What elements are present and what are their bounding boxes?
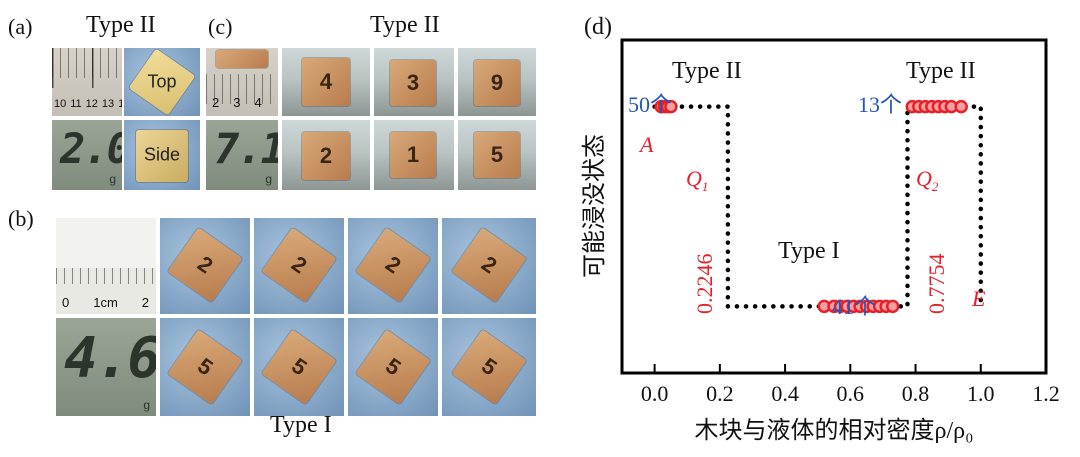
annotation-point-e: E: [971, 286, 986, 311]
panel-a-top-label: Top: [147, 71, 177, 92]
panel-c-scale-photo: 7.1 g: [206, 120, 278, 190]
panel-a-side-label: Side: [143, 144, 181, 165]
annotation-type-ii-left: Type II: [672, 58, 742, 84]
x-tick-label: 0.6: [837, 381, 865, 406]
annotation-value-right: 0.7754: [924, 254, 949, 315]
x-tick-label: 0.4: [771, 381, 799, 406]
panel-a-top-photo: Top: [124, 48, 200, 116]
annotation-value-left: 0.2246: [692, 254, 717, 315]
panel-c-ruler-photo: 2 3 4: [206, 48, 278, 116]
panel-c-cube-photo: 1: [374, 120, 454, 190]
panel-b-cube-photo: 2: [160, 218, 250, 314]
panel-a-label: (a): [8, 14, 33, 39]
panel-b-type-label: Type I: [270, 412, 332, 438]
data-point: [664, 99, 678, 114]
panel-c-cube-photo: 9: [458, 48, 536, 116]
x-axis-label: 木块与液体的相对密度ρ/ρ₀: [695, 417, 974, 444]
y-axis-label: 可能浸没状态: [581, 134, 608, 278]
panel-a-type-label: Type II: [86, 12, 156, 38]
panel-c-cube-photo: 3: [374, 48, 454, 116]
x-tick-label: 0.8: [902, 381, 930, 406]
panel-c-cube-photo: 5: [458, 120, 536, 190]
panel-b-scale-reading: 4.6: [64, 326, 156, 391]
panel-b-cube-photo: 2: [254, 218, 344, 314]
density-chart: 0.0 0.2 0.4 0.6 0.8 1.0 1.2 Type II Type II Ty…: [581, 38, 1060, 444]
annotation-count-left: 50个: [628, 92, 672, 117]
panel-b-cube-photo: 5: [348, 318, 438, 416]
x-tick-label: 0.0: [641, 381, 669, 406]
panel-b-label: (b): [8, 206, 34, 231]
panel-c-cube-photo: 2: [282, 120, 370, 190]
panel-b-cube-photo: 5: [442, 318, 536, 416]
panel-b-ruler-photo: 0 1cm 2: [56, 218, 156, 314]
panel-a-ruler-photo: 10 11 12 13 1: [52, 48, 122, 116]
panel-a-scale-reading: 2.0: [60, 124, 122, 173]
plot-frame: [620, 38, 1048, 375]
panel-b-cube-photo: 2: [442, 218, 536, 314]
data-points: [654, 99, 968, 314]
annotation-count-right: 13个: [858, 92, 902, 117]
boundary-line: [652, 104, 984, 309]
panel-c-label: (c): [208, 14, 233, 39]
x-tick-label: 0.2: [706, 381, 734, 406]
annotation-type-ii-right: Type II: [906, 58, 976, 84]
panel-b-cube-photo: 5: [254, 318, 344, 416]
annotation-type-i: Type I: [778, 238, 840, 264]
panel-a-scale-photo: 2.0 g: [52, 120, 122, 190]
annotation-point-a: A: [638, 132, 654, 157]
data-point: [885, 299, 900, 314]
panel-b-cube-photo: 5: [160, 318, 250, 416]
panel-a-side-photo: Side: [124, 120, 200, 190]
x-tick-label: 1.0: [967, 381, 995, 406]
panel-d-label: (d): [584, 14, 612, 40]
x-axis-tick-labels: 0.0 0.2 0.4 0.6 0.8 1.0 1.2: [641, 381, 1060, 406]
panel-c-scale-reading: 7.1: [214, 124, 278, 173]
panel-c-type-label: Type II: [370, 12, 440, 38]
x-tick-label: 1.2: [1032, 381, 1060, 406]
annotation-q1: Q1: [686, 166, 708, 194]
data-point: [954, 99, 968, 114]
panel-b-cube-photo: 2: [348, 218, 438, 314]
annotation-count-bottom: 41个: [832, 294, 876, 319]
x-axis-ticks: [653, 364, 1047, 373]
annotation-q2: Q2: [916, 166, 939, 194]
panel-c-cube-photo: 4: [282, 48, 370, 116]
panel-b-scale-photo: 4.6 g: [56, 318, 156, 416]
